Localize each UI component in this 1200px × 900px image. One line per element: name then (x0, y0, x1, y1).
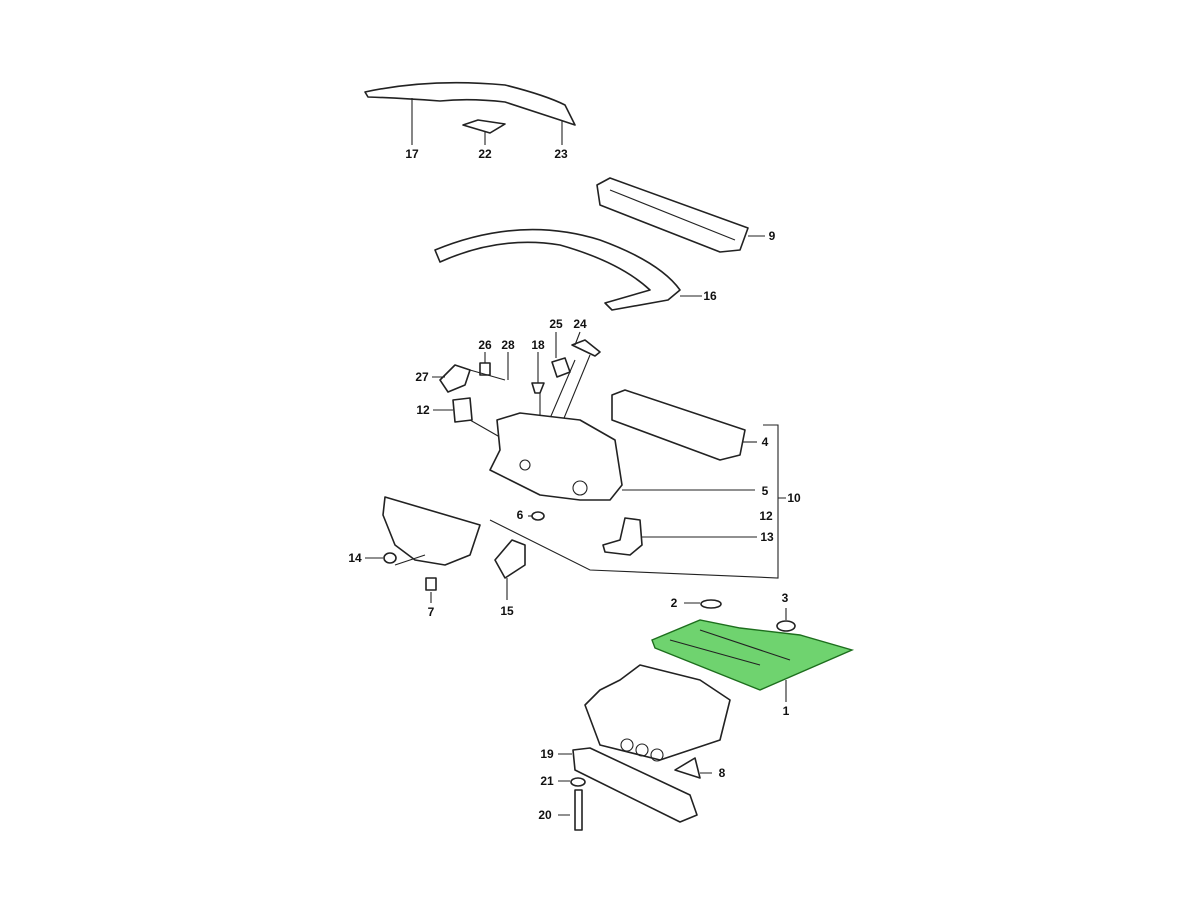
part-2 (700, 599, 722, 609)
part-floor-tunnel (584, 664, 731, 761)
part-25 (551, 357, 571, 378)
part-27 (439, 364, 471, 393)
callout-23: 23 (554, 147, 568, 161)
callout-17: 17 (405, 147, 419, 161)
callout-2: 2 (670, 596, 678, 610)
callout-6: 6 (516, 508, 524, 522)
callout-22: 22 (478, 147, 492, 161)
part-15 (494, 539, 526, 579)
callout-12-right: 12 (759, 509, 773, 523)
part-16 (434, 228, 681, 311)
part-22 (462, 119, 506, 134)
callout-10: 10 (787, 491, 801, 505)
callout-18: 18 (531, 338, 545, 352)
callout-20: 20 (538, 808, 552, 822)
callout-24: 24 (573, 317, 587, 331)
callout-19: 19 (540, 747, 554, 761)
callout-9: 9 (768, 229, 776, 243)
callout-28: 28 (501, 338, 515, 352)
part-20-bolt (574, 789, 583, 831)
part-4 (611, 389, 746, 461)
part-13 (602, 517, 643, 556)
part-17-roof (364, 81, 576, 126)
part-14-7-shield (382, 496, 481, 566)
callout-3: 3 (781, 591, 789, 605)
callout-4: 4 (761, 435, 769, 449)
callout-21: 21 (540, 774, 554, 788)
callout-25: 25 (549, 317, 563, 331)
callout-1: 1 (782, 704, 790, 718)
callout-15: 15 (500, 604, 514, 618)
callout-7: 7 (427, 605, 435, 619)
callout-13: 13 (760, 530, 774, 544)
callout-12: 12 (416, 403, 430, 417)
part-5 (489, 412, 623, 501)
part-26 (479, 362, 491, 376)
part-8-crossmember (572, 747, 698, 823)
callout-8: 8 (718, 766, 726, 780)
part-3 (776, 620, 796, 632)
part-1-floor-highlighted (651, 619, 855, 691)
part-12-bracket (452, 397, 473, 423)
callout-14: 14 (348, 551, 362, 565)
callout-16: 16 (703, 289, 717, 303)
part-18 (531, 382, 545, 394)
part-24 (571, 339, 601, 357)
part-6 (531, 511, 545, 521)
callout-26: 26 (478, 338, 492, 352)
callout-27: 27 (415, 370, 429, 384)
callout-5: 5 (761, 484, 769, 498)
